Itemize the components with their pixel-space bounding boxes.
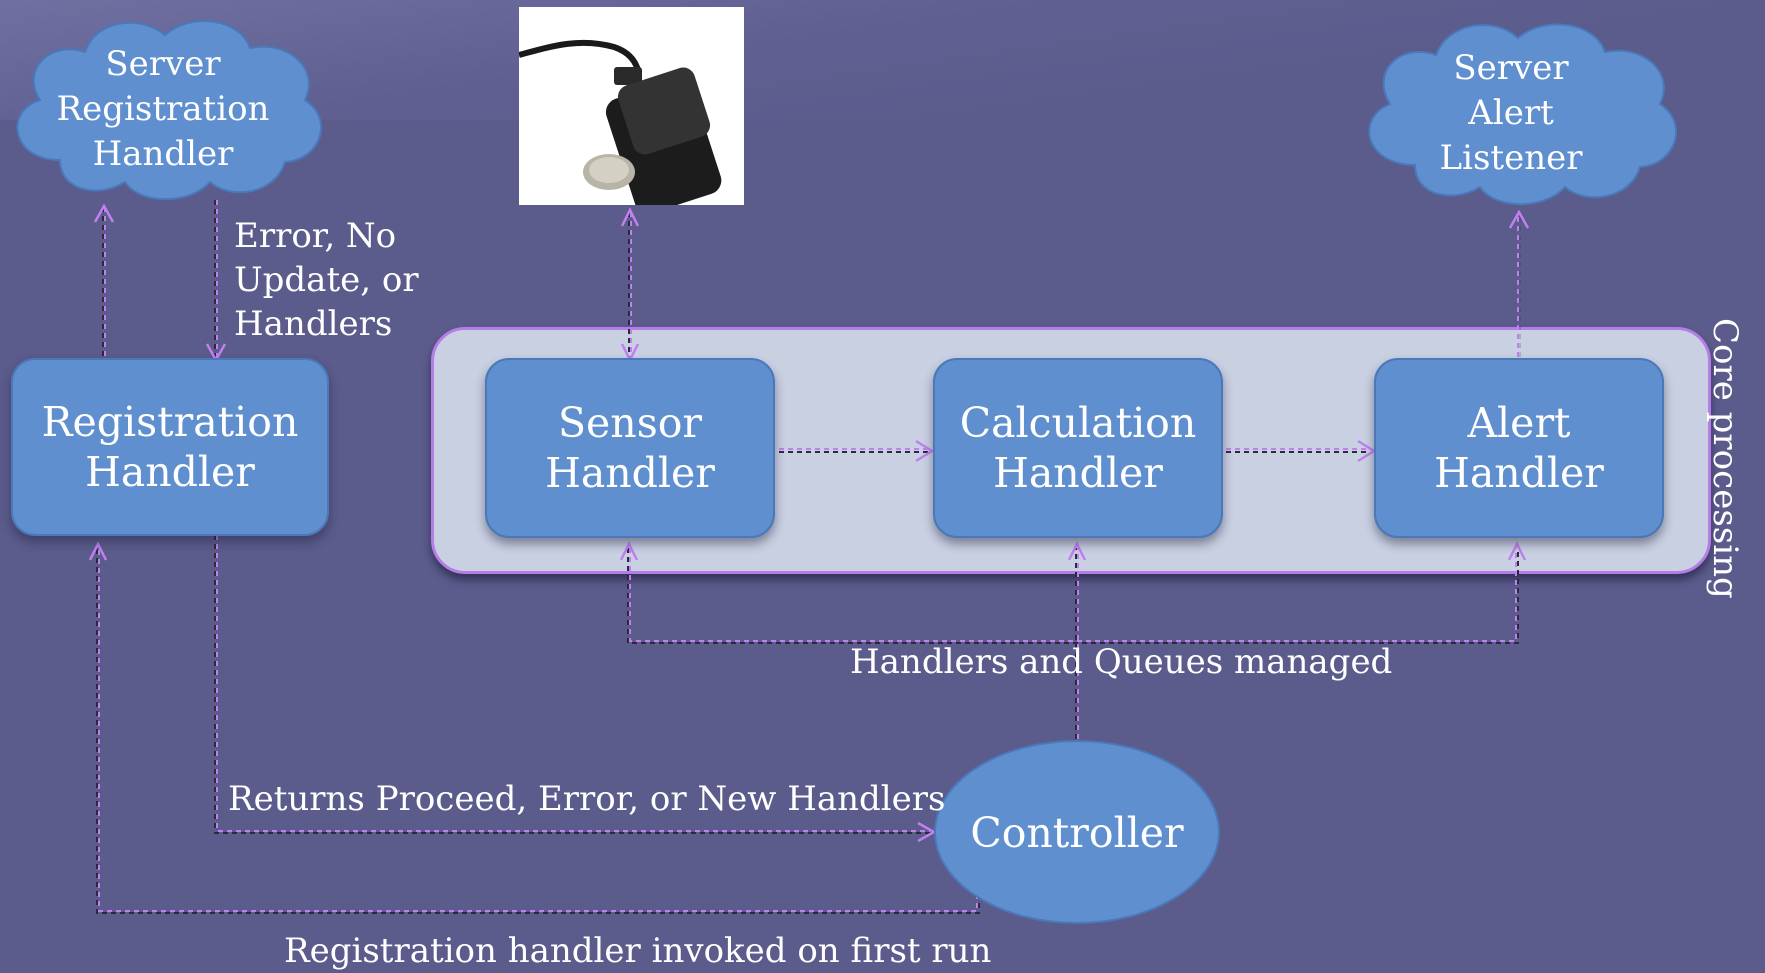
handlers-queues-bracket (619, 541, 1527, 644)
controller-to-calculation-arrow (1067, 541, 1087, 748)
sensor-device-photo (518, 7, 744, 214)
calculation-handler-box: Calculation Handler (933, 358, 1223, 538)
controller-label: Controller (970, 809, 1184, 857)
sensor-photo-arrow (620, 207, 640, 363)
controller-shape (934, 740, 1220, 924)
server-alert-cloud-shape (1368, 23, 1678, 206)
sensor-device-icon (518, 39, 722, 214)
sensor-handler-box: Sensor Handler (485, 358, 775, 538)
controller-to-registration-arrow (88, 541, 980, 914)
alert-to-server-arrow (1508, 209, 1530, 366)
alert-handler-box: Alert Handler (1374, 358, 1664, 538)
registration-down-arrow (205, 200, 227, 363)
server-registration-cloud-shape (16, 20, 323, 201)
registration-up-arrow (93, 203, 115, 365)
handlers-queues-label: Handlers and Queues managed (850, 642, 1393, 682)
sensor-to-calculation-arrow (770, 439, 935, 463)
registration-handler-box: Registration Handler (11, 358, 329, 536)
core-processing-label: Core processing (1705, 318, 1745, 599)
calculation-to-alert-arrow (1217, 439, 1377, 463)
server-alert-listener-label: Server Alert Listener (1439, 48, 1583, 178)
controller-returns-label: Returns Proceed, Error, or New Handlers (228, 779, 946, 819)
server-registration-handler-label: Server Registration Handler (56, 44, 270, 174)
first-run-label: Registration handler invoked on first ru… (284, 931, 992, 971)
registration-response-label: Error, No Update, or Handlers (234, 216, 419, 344)
